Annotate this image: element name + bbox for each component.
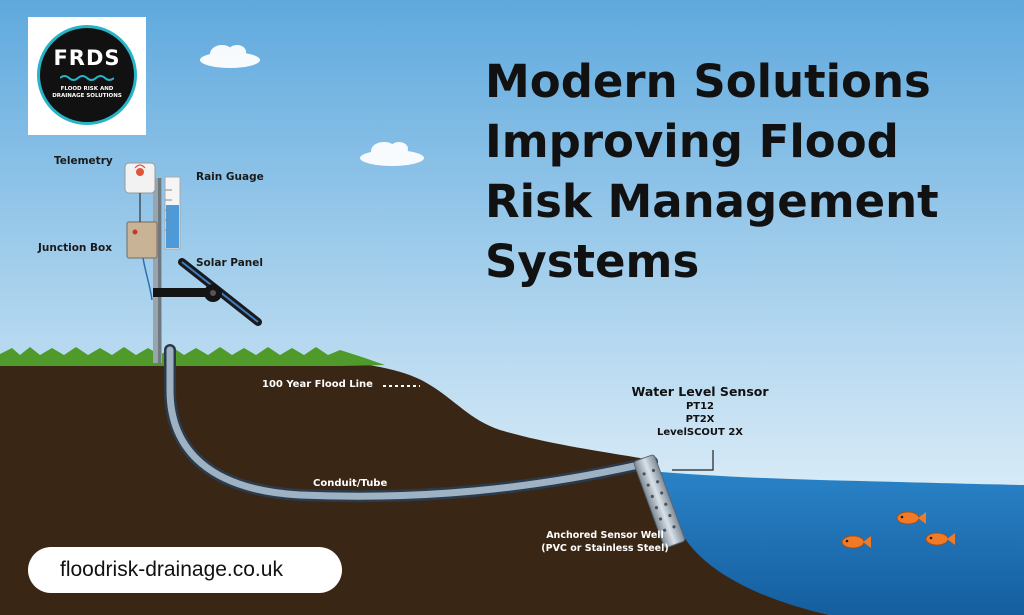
wave-icon [60,75,114,81]
logo: FRDS FLOOD RISK AND DRAINAGE SOLUTIONS [28,17,146,135]
headline-line: Systems [485,235,700,288]
mast-pole [153,178,162,363]
flood-line-label: 100 Year Flood Line [262,379,373,390]
conduit-label: Conduit/Tube [313,478,388,489]
sensor-model: PT2X [685,414,715,425]
cloud-icon [200,45,260,68]
sensor-well-icon [633,454,686,548]
junction-box-icon [126,221,158,301]
sensor-title: Water Level Sensor [631,384,769,399]
sensor-leader-line [672,450,714,471]
water-level-sensor-callout: Water Level Sensor PT12 PT2X LevelSCOUT … [600,384,800,439]
headline-line: Improving Flood [485,115,899,168]
sensor-well-label-line1: Anchored Sensor Well [546,530,664,541]
lake-water [640,470,1024,615]
sensor-model: LevelSCOUT 2X [656,427,743,438]
logo-title: FRDS [53,46,121,70]
logo-subtitle-line1: FLOOD RISK AND [60,86,114,92]
sensor-well-label-line2: (PVC or Stainless Steel) [541,543,669,554]
telemetry-label: Telemetry [54,155,113,167]
cloud-icon [360,142,424,166]
website-link[interactable]: floodrisk-drainage.co.uk [28,547,342,593]
telemetry-icon [124,162,156,194]
fish-icon [841,535,871,549]
sensor-well-label: Anchored Sensor Well (PVC or Stainless S… [520,529,690,555]
solar-panel-label: Solar Panel [196,257,263,269]
headline-line: Modern Solutions [485,55,931,108]
rain-gauge-icon [164,176,181,250]
junction-box-label: Junction Box [38,242,113,254]
grass [0,347,385,366]
solar-panel-icon [153,258,262,326]
headline-line: Risk Management [485,175,939,228]
page-title: Modern Solutions Improving Flood Risk Ma… [485,52,1005,292]
rain-gauge-label: Rain Guage [196,171,264,183]
sensor-model: PT12 [685,401,715,412]
conduit-tube-highlight [166,346,656,500]
logo-subtitle-line2: DRAINAGE SOLUTIONS [52,93,122,99]
fish-icon [925,532,955,546]
mast-pole-shade [158,178,161,363]
fish-icon [896,511,926,525]
logo-badge: FRDS FLOOD RISK AND DRAINAGE SOLUTIONS [37,25,137,125]
